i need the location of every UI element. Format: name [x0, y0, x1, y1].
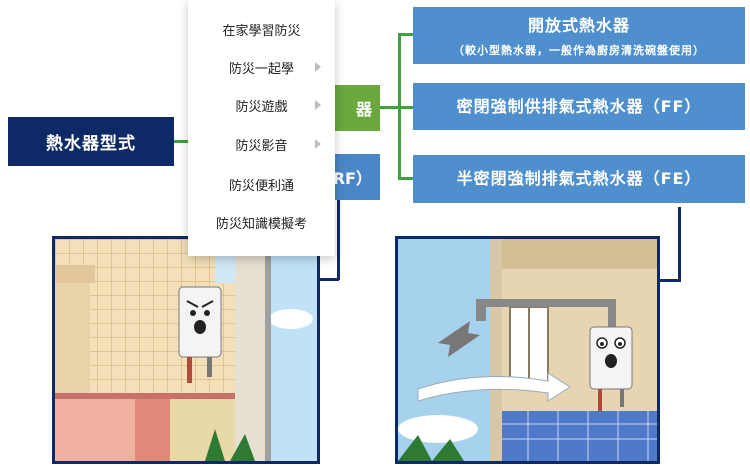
menu-item-home-learning[interactable]: 在家學習防災	[188, 16, 335, 42]
heater-type-label: 熱水器型式	[46, 134, 136, 154]
menu-item-label: 防災一起學	[228, 61, 294, 77]
connector-root	[174, 140, 190, 143]
menu-item-label: 防災影音	[235, 138, 288, 154]
menu-item-label: 防災便利通	[228, 178, 294, 194]
submenu-arrow-icon	[315, 62, 321, 72]
open-heater-title: 開放式熱水器	[527, 16, 630, 35]
menu-item-mock-exam[interactable]: 防災知識模擬考	[188, 209, 335, 235]
menu-item-learn-together[interactable]: 防災一起學	[188, 54, 335, 80]
connector-right-bottom	[398, 177, 413, 180]
heater-type-box: 熱水器型式	[8, 117, 174, 166]
menu-item-convenience[interactable]: 防災便利通	[188, 171, 335, 197]
open-heater-box: 開放式熱水器 （較小型熱水器，一般作為廚房清洗碗盤使用）	[413, 7, 745, 64]
open-heater-subtitle: （較小型熱水器，一般作為廚房清洗碗盤使用）	[453, 44, 705, 57]
connector-rf-hook	[318, 278, 339, 281]
connector-fe-hook	[660, 279, 681, 282]
ff-heater-label: 密閉強制供排氣式熱水器（FF）	[456, 97, 702, 116]
connector-right-mid	[380, 106, 413, 109]
menu-item-label: 在家學習防災	[222, 23, 301, 39]
outdoor-heater-scene	[55, 239, 317, 461]
connector-fe-down	[678, 207, 681, 281]
fe-heater-label: 半密閉強制排氣式熱水器（FE）	[456, 169, 702, 188]
fe-heater-box: 半密閉強制排氣式熱水器（FE）	[413, 155, 745, 203]
connector-right-top	[398, 33, 413, 36]
nav-dropdown-menu: 在家學習防災 防災一起學 防災遊戲 防災影音 防災便利通 防災知識模擬考	[188, 0, 335, 256]
ff-heater-box: 密閉強制供排氣式熱水器（FF）	[413, 83, 745, 130]
submenu-arrow-icon	[315, 139, 321, 149]
outdoor-heater-illustration	[52, 236, 320, 464]
indoor-heater-illustration	[395, 236, 660, 464]
heater-rf-label: RF）	[332, 169, 372, 188]
submenu-arrow-icon	[315, 100, 321, 110]
heater-category-label: 器	[355, 100, 372, 119]
menu-item-label: 防災知識模擬考	[215, 216, 307, 232]
indoor-heater-scene	[398, 239, 657, 461]
menu-item-label: 防災遊戲	[235, 99, 288, 115]
menu-item-videos[interactable]: 防災影音	[188, 131, 335, 157]
connector-rf-down	[337, 200, 340, 280]
menu-item-games[interactable]: 防災遊戲	[188, 92, 335, 118]
